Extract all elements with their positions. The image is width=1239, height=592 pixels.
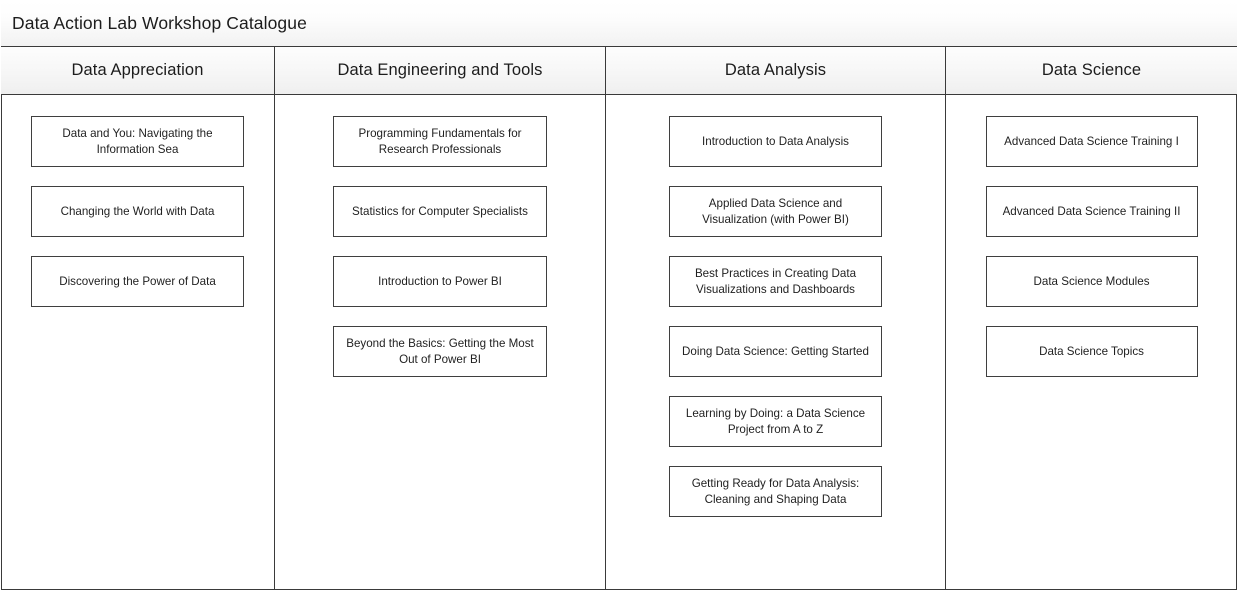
column-header-data-engineering-and-tools: Data Engineering and Tools bbox=[274, 47, 605, 94]
workshop-card[interactable]: Discovering the Power of Data bbox=[31, 256, 244, 307]
workshop-card[interactable]: Learning by Doing: a Data Science Projec… bbox=[669, 396, 882, 447]
catalogue-columns: Data and You: Navigating the Information… bbox=[1, 95, 1237, 589]
workshop-card[interactable]: Programming Fundamentals for Research Pr… bbox=[333, 116, 547, 167]
column-header-data-appreciation: Data Appreciation bbox=[71, 61, 204, 79]
page-title: Data Action Lab Workshop Catalogue bbox=[12, 12, 307, 33]
workshop-card[interactable]: Changing the World with Data bbox=[31, 186, 244, 237]
workshop-card[interactable]: Best Practices in Creating Data Visualiz… bbox=[669, 256, 882, 307]
column-data-appreciation: Data and You: Navigating the Information… bbox=[1, 95, 274, 589]
column-header-data-analysis: Data Analysis bbox=[605, 47, 945, 94]
workshop-card[interactable]: Data and You: Navigating the Information… bbox=[31, 116, 244, 167]
column-header-row: Data Appreciation Data Engineering and T… bbox=[1, 47, 1237, 95]
workshop-card[interactable]: Statistics for Computer Specialists bbox=[333, 186, 547, 237]
column-data-science: Advanced Data Science Training I Advance… bbox=[945, 95, 1237, 589]
workshop-card[interactable]: Advanced Data Science Training I bbox=[985, 116, 1198, 167]
column-header-data-science: Data Science bbox=[945, 47, 1237, 94]
workshop-card[interactable]: Introduction to Data Analysis bbox=[669, 116, 882, 167]
workshop-card[interactable]: Getting Ready for Data Analysis: Cleanin… bbox=[669, 466, 882, 517]
workshop-card[interactable]: Data Science Modules bbox=[985, 256, 1198, 307]
column-data-engineering-and-tools: Programming Fundamentals for Research Pr… bbox=[274, 95, 605, 589]
column-data-analysis: Introduction to Data Analysis Applied Da… bbox=[605, 95, 945, 589]
workshop-card[interactable]: Beyond the Basics: Getting the Most Out … bbox=[333, 326, 547, 377]
workshop-card[interactable]: Doing Data Science: Getting Started bbox=[669, 326, 882, 377]
workshop-card[interactable]: Introduction to Power BI bbox=[333, 256, 547, 307]
title-bar: Data Action Lab Workshop Catalogue bbox=[1, 1, 1237, 47]
workshop-card[interactable]: Advanced Data Science Training II bbox=[985, 186, 1198, 237]
workshop-card[interactable]: Applied Data Science and Visualization (… bbox=[669, 186, 882, 237]
workshop-card[interactable]: Data Science Topics bbox=[985, 326, 1198, 377]
